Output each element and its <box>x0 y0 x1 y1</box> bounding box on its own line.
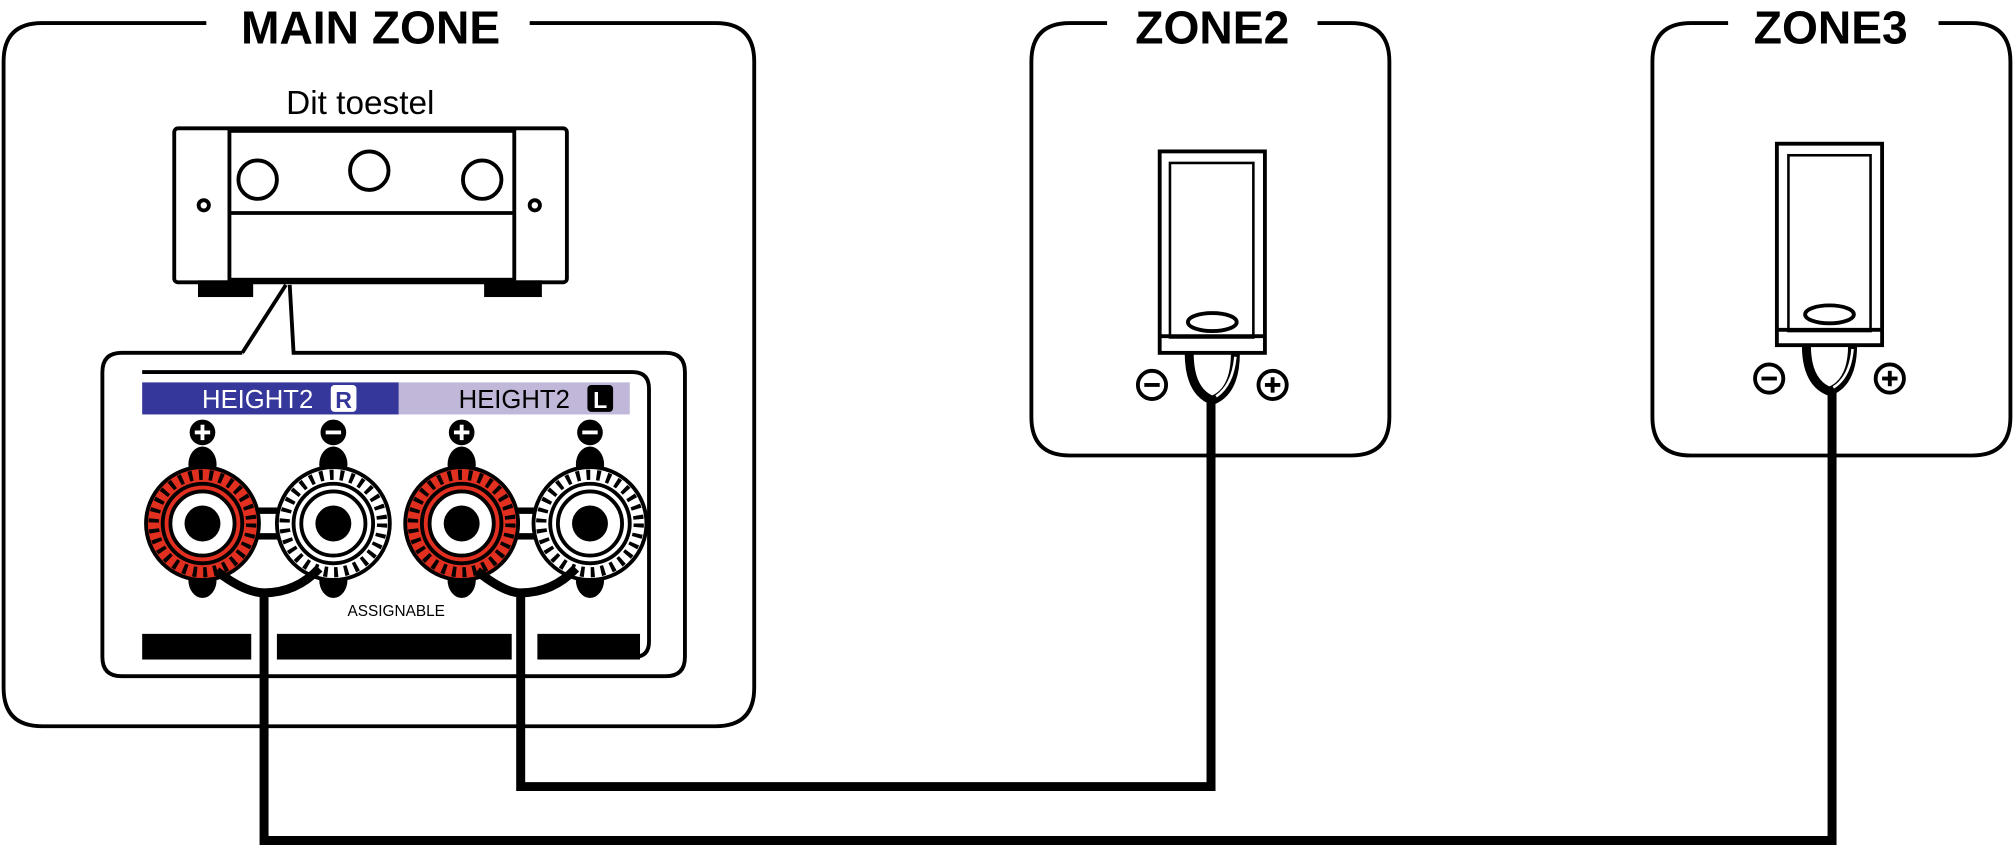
negative-terminal <box>531 419 649 598</box>
speaker-panel: HEIGHT2 R HEIGHT2 L ASSIGNABLE <box>100 283 687 679</box>
zone2-title: ZONE2 <box>1135 2 1289 54</box>
receiver-icon <box>172 126 569 298</box>
wire-to-zone3 <box>259 391 1837 845</box>
speaker-wires <box>213 391 1837 845</box>
channel-l-label: HEIGHT2 <box>459 386 570 414</box>
zone3-title: ZONE3 <box>1754 2 1908 54</box>
channel-r-badge: R <box>335 387 352 413</box>
device-label: Dit toestel <box>286 85 434 122</box>
assignable-label: ASSIGNABLE <box>348 603 445 620</box>
channel-r-label: HEIGHT2 <box>202 386 313 414</box>
main-zone-title: MAIN ZONE <box>241 2 500 54</box>
channel-l-badge: L <box>593 387 607 413</box>
main-zone: MAIN ZONE Dit toestel HEIGHT2 R HEIGHT2 … <box>1 2 757 729</box>
negative-terminal <box>274 419 392 598</box>
zone2: ZONE2 <box>1029 2 1392 458</box>
zone3: ZONE3 <box>1650 2 2013 458</box>
positive-terminal <box>144 419 290 598</box>
positive-terminal <box>403 419 549 598</box>
speaker-icon <box>1135 149 1289 405</box>
wire-to-zone2 <box>516 400 1216 792</box>
speaker-icon <box>1753 141 1906 396</box>
